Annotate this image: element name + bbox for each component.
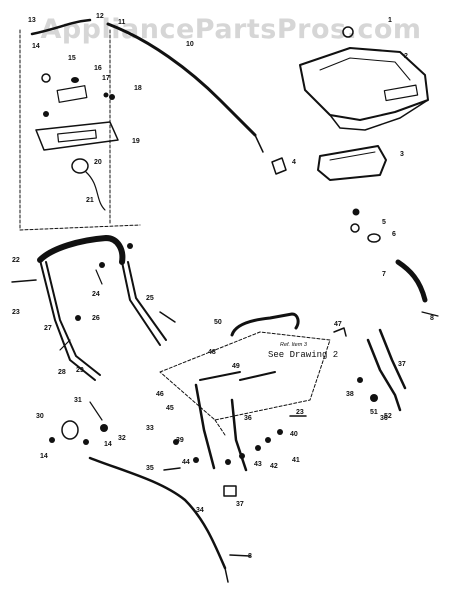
part-number-8: 8 bbox=[430, 315, 434, 322]
part-number-19: 19 bbox=[132, 138, 140, 145]
part-number-40: 40 bbox=[290, 431, 298, 438]
part-number-50: 50 bbox=[214, 319, 222, 326]
part-number-46: 46 bbox=[156, 391, 164, 398]
part-number-16: 16 bbox=[94, 65, 102, 72]
part-number-35: 35 bbox=[146, 465, 154, 472]
fasteners bbox=[163, 327, 378, 497]
part-number-17: 17 bbox=[102, 75, 110, 82]
part-number-2: 2 bbox=[404, 53, 408, 60]
part-number-15: 15 bbox=[68, 55, 76, 62]
control-box-parts bbox=[35, 73, 119, 211]
part-number-14: 14 bbox=[40, 453, 48, 460]
part-number-48: 48 bbox=[208, 349, 216, 356]
part-number-12: 12 bbox=[96, 13, 104, 20]
part-number-13: 13 bbox=[28, 17, 36, 24]
part-number-4: 4 bbox=[292, 159, 296, 166]
part-number-14: 14 bbox=[32, 43, 40, 50]
assembly-bracket-lines bbox=[19, 29, 141, 231]
part-number-20: 20 bbox=[94, 159, 102, 166]
part-number-37: 37 bbox=[236, 501, 244, 508]
part-number-37: 37 bbox=[398, 361, 406, 368]
part-number-28: 28 bbox=[58, 369, 66, 376]
control-cable-lower bbox=[88, 456, 251, 583]
part-number-51: 51 bbox=[370, 409, 378, 416]
part-number-36: 36 bbox=[380, 415, 388, 422]
part-number-33: 33 bbox=[146, 425, 154, 432]
part-number-31: 31 bbox=[74, 397, 82, 404]
part-number-21: 21 bbox=[86, 197, 94, 204]
part-number-39: 39 bbox=[176, 437, 184, 444]
part-number-6: 6 bbox=[392, 231, 396, 238]
part-number-38: 38 bbox=[346, 391, 354, 398]
handle-hardware bbox=[11, 243, 176, 445]
part-number-7: 7 bbox=[382, 271, 386, 278]
part-number-18: 18 bbox=[134, 85, 142, 92]
part-labels: 1312111012314151617181920214567822232425… bbox=[12, 13, 434, 560]
control-bar bbox=[230, 312, 300, 337]
part-number-11: 11 bbox=[118, 19, 126, 26]
part-number-34: 34 bbox=[196, 507, 204, 514]
part-number-44: 44 bbox=[182, 459, 190, 466]
part-number-47: 47 bbox=[334, 321, 342, 328]
main-handle bbox=[37, 235, 167, 381]
part-number-43: 43 bbox=[254, 461, 262, 468]
deck-outline bbox=[159, 331, 331, 436]
part-number-27: 27 bbox=[44, 325, 52, 332]
part-number-23: 23 bbox=[12, 309, 20, 316]
part-number-22: 22 bbox=[12, 257, 20, 264]
part-number-45: 45 bbox=[166, 405, 174, 412]
part-number-49: 49 bbox=[232, 363, 240, 370]
part-number-32: 32 bbox=[118, 435, 126, 442]
baffle bbox=[317, 145, 387, 181]
part-number-8: 8 bbox=[248, 553, 252, 560]
part-number-5: 5 bbox=[382, 219, 386, 226]
part-number-1: 1 bbox=[388, 17, 392, 24]
part-number-14: 14 bbox=[104, 441, 112, 448]
fuel-line-parts bbox=[350, 208, 439, 317]
part-number-10: 10 bbox=[186, 41, 194, 48]
linkage-rods bbox=[194, 328, 407, 472]
part-number-36: 36 bbox=[244, 415, 252, 422]
part-number-26: 26 bbox=[92, 315, 100, 322]
clip bbox=[271, 157, 287, 175]
part-number-42: 42 bbox=[270, 463, 278, 470]
engine-shroud bbox=[299, 26, 429, 131]
part-number-23: 23 bbox=[296, 409, 304, 416]
control-cable-upper bbox=[30, 18, 264, 153]
note-text: See Drawing 2 bbox=[268, 350, 338, 360]
part-number-3: 3 bbox=[400, 151, 404, 158]
part-number-24: 24 bbox=[92, 291, 100, 298]
part-number-30: 30 bbox=[36, 413, 44, 420]
part-number-29: 29 bbox=[76, 367, 84, 374]
part-number-52: 52 bbox=[384, 413, 392, 420]
note-ref: Ref. Item 3 bbox=[280, 342, 308, 348]
part-number-41: 41 bbox=[292, 457, 300, 464]
part-number-25: 25 bbox=[146, 295, 154, 302]
